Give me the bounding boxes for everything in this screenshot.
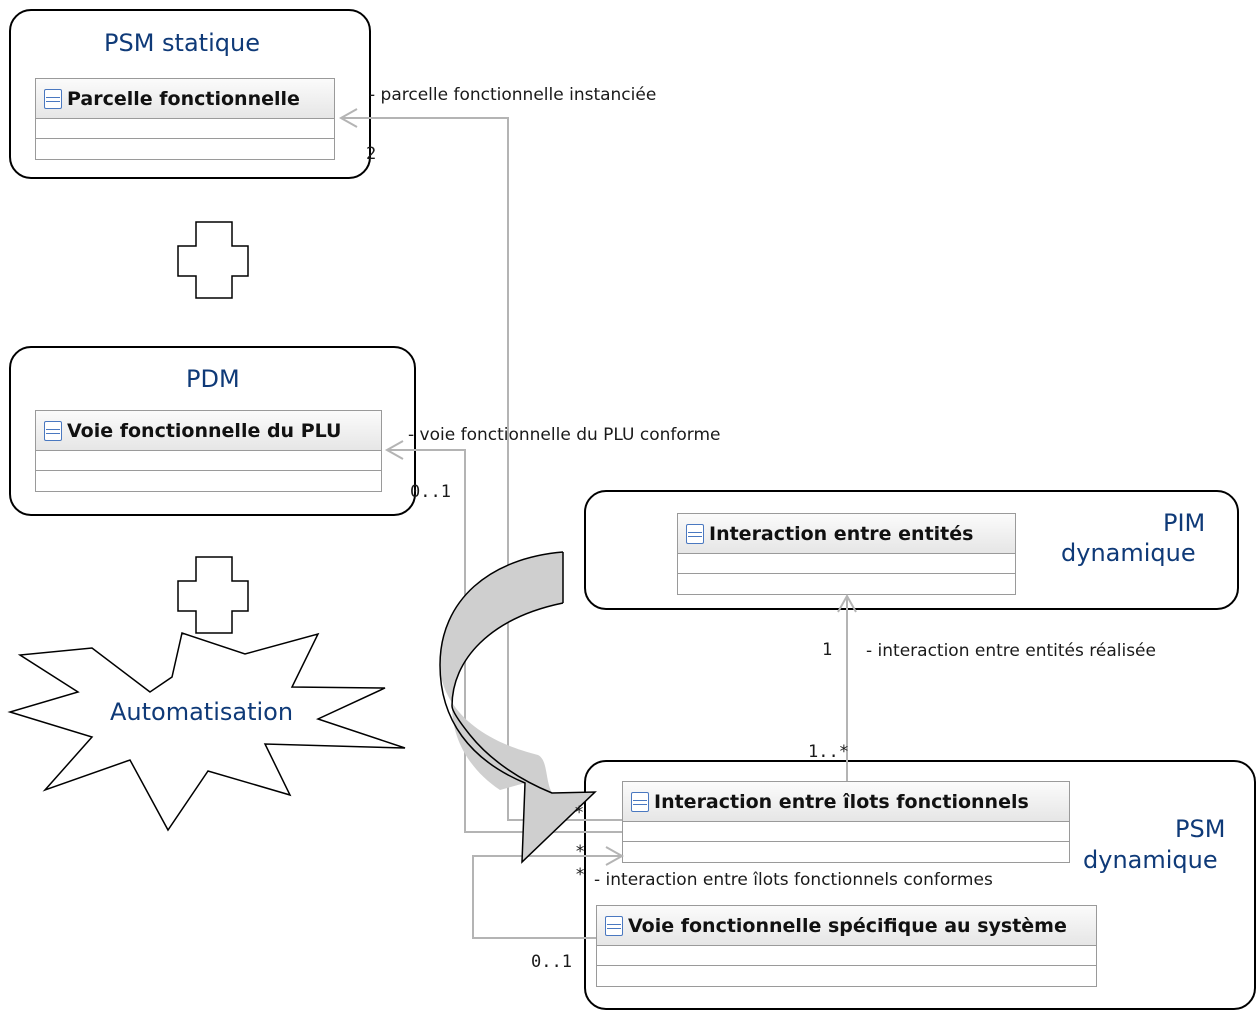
class-icon xyxy=(44,88,62,109)
class-parcelle-header: Parcelle fonctionnelle xyxy=(36,79,334,119)
class-voie-systeme-name: Voie fonctionnelle spécifique au système xyxy=(628,914,1067,937)
class-voie-systeme-attributes xyxy=(597,946,1096,966)
curved-arrow-inner xyxy=(451,602,564,707)
curved-arrow-icon xyxy=(440,552,595,862)
multiplicity-star-c: * xyxy=(575,865,586,885)
class-parcelle-fonctionnelle[interactable]: Parcelle fonctionnelle xyxy=(35,78,335,160)
class-interaction-ilots-attributes xyxy=(623,822,1069,842)
class-voie-plu-name: Voie fonctionnelle du PLU xyxy=(67,419,342,442)
association-ilots-conformes xyxy=(472,855,622,939)
class-voie-systeme-header: Voie fonctionnelle spécifique au système xyxy=(597,906,1096,946)
class-interaction-entites-name: Interaction entre entités xyxy=(709,522,974,545)
multiplicity-parcelle: 2 xyxy=(366,144,377,164)
class-icon xyxy=(605,915,623,936)
label-parcelle-instanciee: - parcelle fonctionnelle instanciée xyxy=(369,85,657,105)
starburst-icon xyxy=(7,632,406,832)
class-icon xyxy=(686,523,704,544)
package-pim-dynamique-title-line1: PIM xyxy=(1163,509,1206,537)
arrowhead-voie-plu xyxy=(384,440,404,460)
multiplicity-interaction-entites: 1 xyxy=(822,640,833,660)
class-icon xyxy=(44,420,62,441)
multiplicity-star-b: * xyxy=(575,842,586,862)
class-voie-specifique-systeme[interactable]: Voie fonctionnelle spécifique au système xyxy=(596,905,1097,987)
multiplicity-voie-plu: 0..1 xyxy=(410,482,451,502)
arrowhead-parcelle xyxy=(338,108,358,128)
association-parcelle-instanciee xyxy=(341,117,622,821)
class-interaction-ilots-name: Interaction entre îlots fonctionnels xyxy=(654,790,1029,813)
class-icon xyxy=(631,791,649,812)
package-psm-dynamique-title-line2: dynamique xyxy=(1083,846,1218,874)
class-parcelle-attributes xyxy=(36,119,334,139)
class-voie-plu-attributes xyxy=(36,451,381,471)
plus-icon xyxy=(177,556,249,634)
class-interaction-entre-ilots[interactable]: Interaction entre îlots fonctionnels xyxy=(622,781,1070,863)
package-psm-statique-title: PSM statique xyxy=(104,29,260,57)
class-voie-fonctionnelle-plu[interactable]: Voie fonctionnelle du PLU xyxy=(35,410,382,492)
package-pdm-title: PDM xyxy=(186,365,240,393)
multiplicity-voie-systeme: 0..1 xyxy=(531,952,572,972)
curved-arrow-outline xyxy=(439,551,597,864)
automatisation-label: Automatisation xyxy=(110,698,294,726)
class-voie-plu-header: Voie fonctionnelle du PLU xyxy=(36,411,381,451)
class-interaction-ilots-header: Interaction entre îlots fonctionnels xyxy=(623,782,1069,822)
class-parcelle-name: Parcelle fonctionnelle xyxy=(67,87,300,110)
label-interaction-realisee: - interaction entre entités réalisée xyxy=(866,641,1156,661)
package-psm-dynamique-title-line1: PSM xyxy=(1175,815,1226,843)
label-voie-plu-conforme: - voie fonctionnelle du PLU conforme xyxy=(408,425,721,445)
class-interaction-entites-header: Interaction entre entités xyxy=(678,514,1015,554)
multiplicity-interaction-ilots: 1..* xyxy=(808,742,849,762)
class-interaction-entre-entites[interactable]: Interaction entre entités xyxy=(677,513,1016,595)
package-pim-dynamique-title-line2: dynamique xyxy=(1061,539,1196,567)
label-ilots-conformes: - interaction entre îlots fonctionnels c… xyxy=(594,870,993,890)
multiplicity-star-a: * xyxy=(574,803,585,823)
arrowhead-interaction-entites xyxy=(837,593,857,613)
arrowhead-ilots-conformes xyxy=(605,846,625,866)
class-interaction-entites-attributes xyxy=(678,554,1015,574)
plus-icon xyxy=(177,221,249,299)
